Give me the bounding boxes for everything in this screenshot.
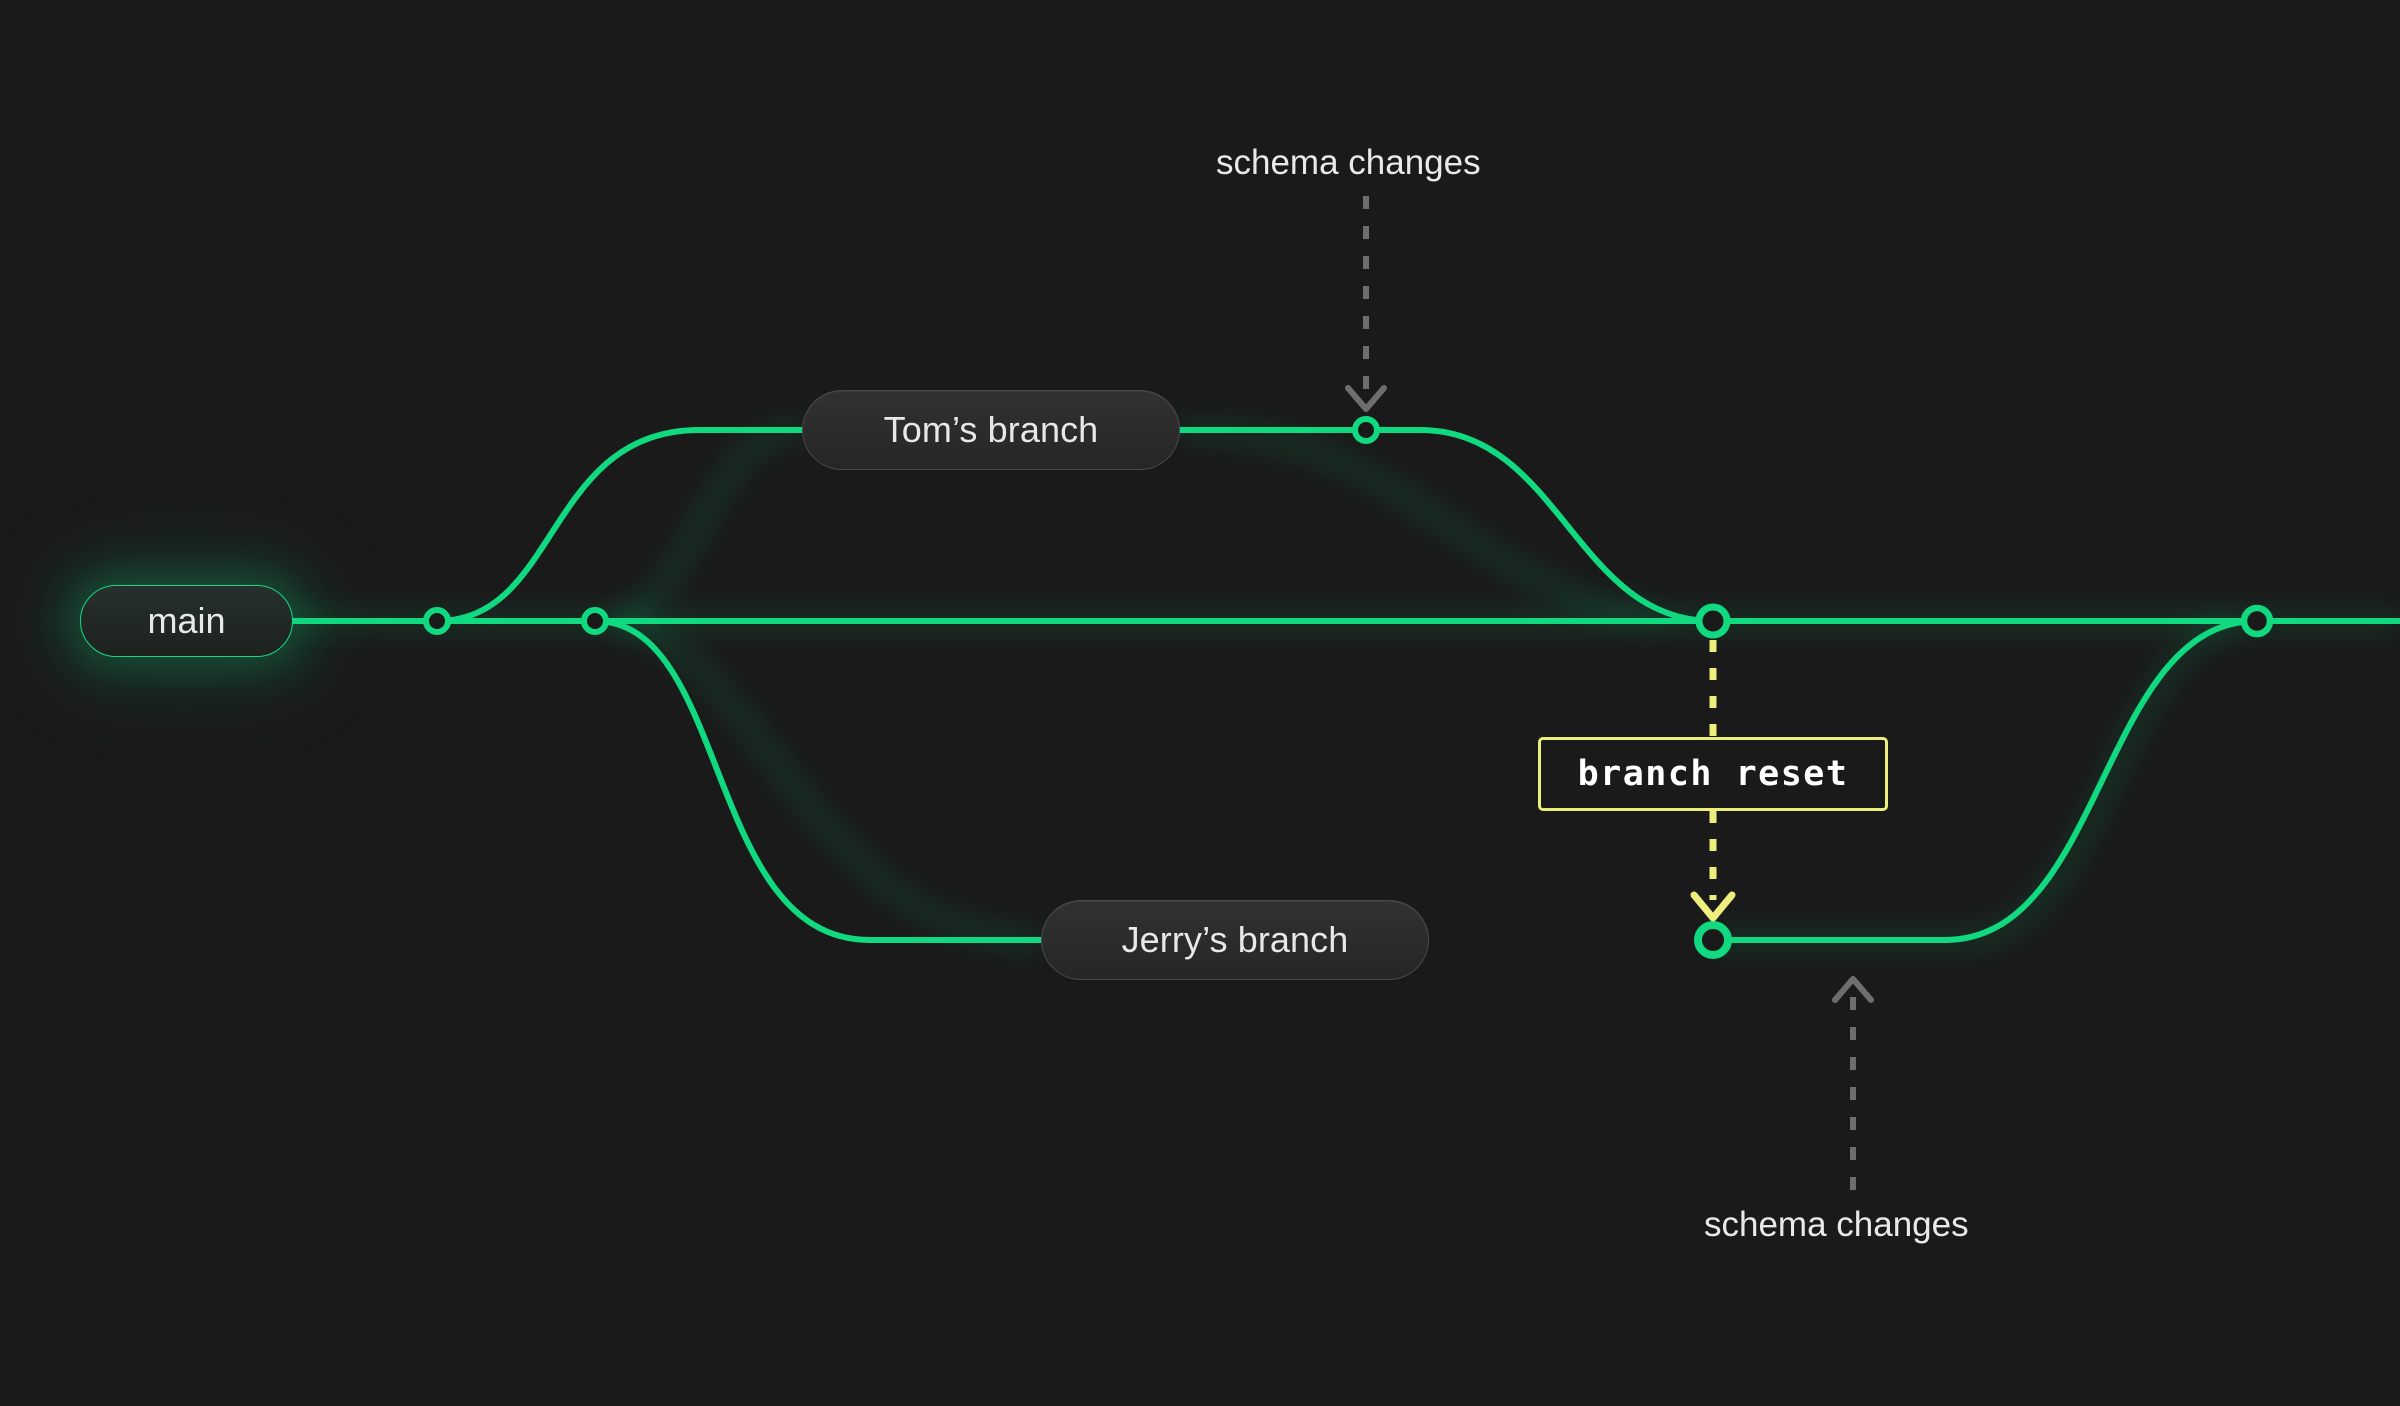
- annotation-arrow-bottom-head: [1832, 976, 1874, 1003]
- commit-node-main-merge[interactable]: [2240, 604, 2274, 638]
- tom-branch-out-curve: [434, 427, 805, 624]
- branch-pill-main[interactable]: main: [80, 585, 293, 657]
- commit-nodes: [423, 416, 2274, 959]
- branch-pill-jerry-label: Jerry’s branch: [1121, 919, 1349, 960]
- commit-node-main-1[interactable]: [423, 607, 451, 635]
- branch-pill-tom-label: Tom’s branch: [883, 409, 1099, 450]
- jerry-branch-out-curve: [592, 618, 1044, 943]
- commit-node-tom[interactable]: [1352, 416, 1380, 444]
- tom-branch-merge-curve: [1177, 427, 1716, 624]
- annotation-arrow-top: [1345, 196, 1387, 412]
- jerry-branch-merge-curve: [1710, 618, 2260, 943]
- branch-pill-main-label: main: [147, 600, 226, 641]
- commit-node-main-2[interactable]: [581, 607, 609, 635]
- annotation-label-schema-changes-top: schema changes: [1216, 143, 1481, 182]
- branch-reset-callout-label: branch reset: [1577, 754, 1849, 794]
- branch-reset-callout[interactable]: branch reset: [1538, 737, 1888, 811]
- branch-reset-connector: [1690, 640, 1736, 922]
- branch-reset-arrow-head: [1690, 891, 1736, 922]
- annotation-label-schema-changes-bottom: schema changes: [1704, 1205, 1969, 1244]
- commit-node-jerry-reset-target[interactable]: [1694, 921, 1732, 959]
- annotation-arrow-bottom: [1832, 976, 1874, 1190]
- commit-node-main-reset-source[interactable]: [1695, 603, 1731, 639]
- annotation-arrow-top-head: [1345, 385, 1387, 412]
- branch-pill-tom[interactable]: Tom’s branch: [802, 390, 1180, 470]
- graph-glow-layer: [293, 427, 2400, 943]
- branch-pill-jerry[interactable]: Jerry’s branch: [1041, 900, 1429, 980]
